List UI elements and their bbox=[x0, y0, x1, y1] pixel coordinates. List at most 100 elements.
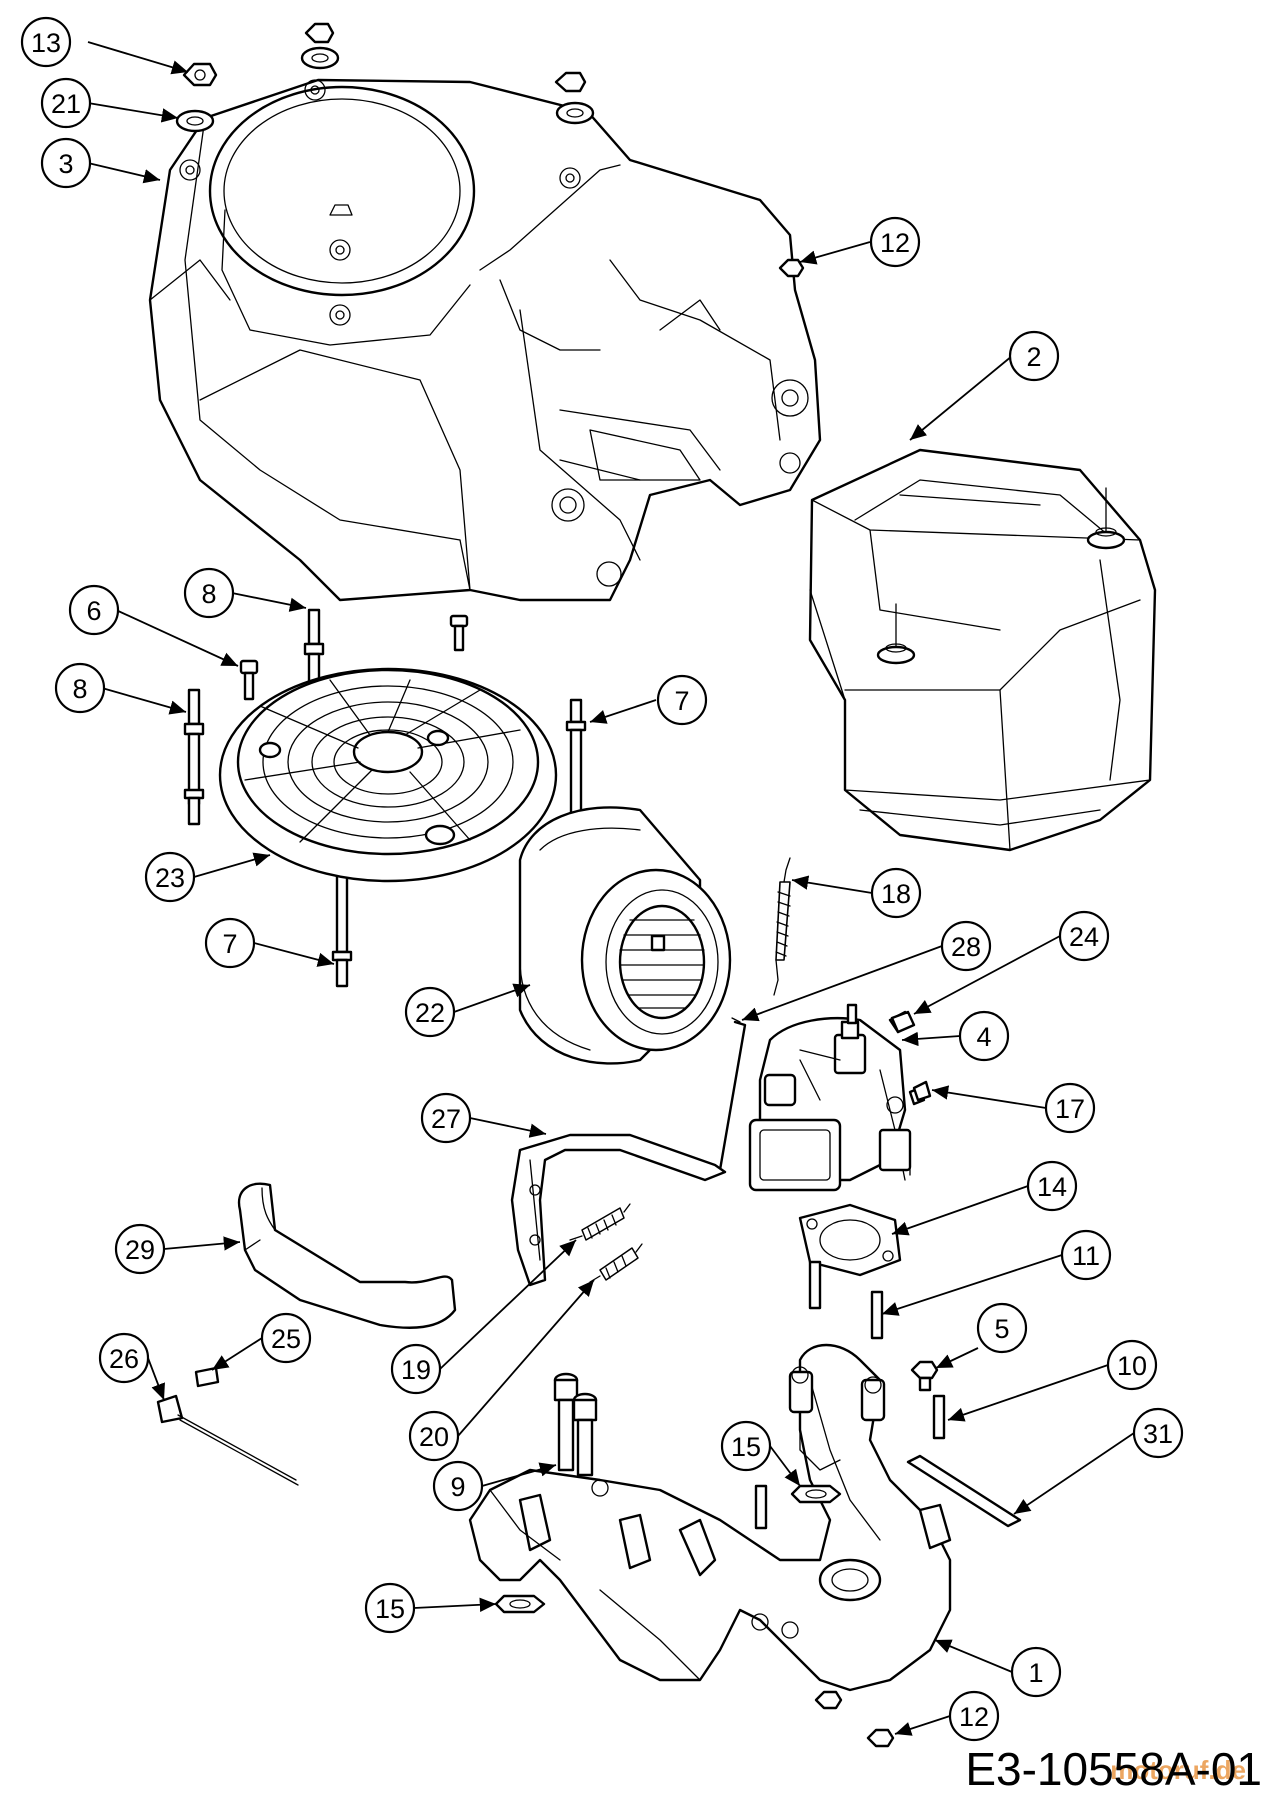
svg-text:17: 17 bbox=[1055, 1094, 1085, 1124]
svg-text:13: 13 bbox=[31, 28, 61, 58]
callout-27: 27 bbox=[420, 1092, 472, 1144]
gasket-15-lower bbox=[494, 1594, 546, 1614]
svg-text:22: 22 bbox=[415, 998, 445, 1028]
nut-12-lower bbox=[814, 1690, 895, 1748]
callout-7-right: 7 bbox=[656, 674, 708, 726]
callout-3: 3 bbox=[40, 137, 92, 189]
intake-manifold bbox=[468, 1343, 952, 1692]
svg-text:1: 1 bbox=[1028, 1658, 1043, 1688]
svg-text:8: 8 bbox=[201, 579, 216, 609]
svg-text:23: 23 bbox=[155, 863, 185, 893]
carburetor bbox=[748, 1003, 926, 1192]
callout-23: 23 bbox=[144, 851, 196, 903]
svg-text:4: 4 bbox=[976, 1022, 991, 1052]
callout-18: 18 bbox=[870, 867, 922, 919]
nut-12-top bbox=[778, 258, 805, 278]
callout-1: 1 bbox=[1010, 1646, 1062, 1698]
callout-14: 14 bbox=[1026, 1160, 1078, 1212]
svg-text:12: 12 bbox=[959, 1702, 989, 1732]
svg-text:10: 10 bbox=[1117, 1351, 1147, 1381]
callout-25: 25 bbox=[260, 1312, 312, 1364]
breather-hose-29 bbox=[237, 1182, 457, 1329]
svg-text:6: 6 bbox=[86, 596, 101, 626]
stud-8-left bbox=[183, 688, 205, 826]
callout-12-lower: 12 bbox=[948, 1690, 1000, 1742]
callout-29: 29 bbox=[114, 1223, 166, 1275]
svg-text:5: 5 bbox=[994, 1314, 1009, 1344]
svg-text:3: 3 bbox=[58, 149, 73, 179]
pins-11 bbox=[808, 1260, 884, 1340]
callout-7-lower: 7 bbox=[204, 917, 256, 969]
screw-under-housing bbox=[449, 614, 469, 652]
callout-9: 9 bbox=[432, 1460, 484, 1512]
svg-text:25: 25 bbox=[271, 1324, 301, 1354]
callout-8-left: 8 bbox=[54, 662, 106, 714]
callout-24: 24 bbox=[1058, 910, 1110, 962]
svg-text:15: 15 bbox=[375, 1594, 405, 1624]
callout-22: 22 bbox=[404, 986, 456, 1038]
sensor-26 bbox=[156, 1394, 299, 1486]
svg-text:27: 27 bbox=[431, 1104, 461, 1134]
svg-text:29: 29 bbox=[125, 1235, 155, 1265]
callout-2: 2 bbox=[1008, 330, 1060, 382]
svg-text:7: 7 bbox=[222, 929, 237, 959]
screw-6 bbox=[239, 659, 259, 701]
spring-18 bbox=[773, 857, 791, 996]
clip-25 bbox=[194, 1366, 220, 1388]
watermark-logo: motoruf.de bbox=[1110, 1755, 1246, 1785]
nut-top-right bbox=[554, 71, 595, 125]
callout-10: 10 bbox=[1106, 1339, 1158, 1391]
washer-21 bbox=[175, 109, 215, 133]
svg-text:18: 18 bbox=[881, 879, 911, 909]
nut-13 bbox=[182, 62, 218, 87]
svg-text:24: 24 bbox=[1069, 922, 1099, 952]
svg-text:19: 19 bbox=[401, 1355, 431, 1385]
callout-15-upper: 15 bbox=[720, 1420, 772, 1472]
svg-text:2: 2 bbox=[1026, 342, 1041, 372]
gasket-15-upper bbox=[790, 1484, 842, 1504]
pin-10 bbox=[932, 1394, 946, 1440]
svg-text:8: 8 bbox=[72, 674, 87, 704]
svg-text:7: 7 bbox=[674, 686, 689, 716]
link-rod-28 bbox=[713, 1017, 747, 1177]
callouts: 13 21 3 12 2 6 8 8 7 23 7 22 18 28 24 4 … bbox=[20, 16, 1184, 1742]
drawing-code: E3-10558A-01 bbox=[965, 1743, 1262, 1795]
callout-28: 28 bbox=[940, 920, 992, 972]
fan-guard bbox=[218, 667, 558, 883]
callout-6: 6 bbox=[68, 584, 120, 636]
svg-text:28: 28 bbox=[951, 932, 981, 962]
strip-31 bbox=[906, 1454, 1022, 1528]
fuel-fitting-24 bbox=[890, 1010, 916, 1034]
svg-text:11: 11 bbox=[1072, 1241, 1100, 1271]
callout-31: 31 bbox=[1132, 1407, 1184, 1459]
svg-text:12: 12 bbox=[880, 228, 910, 258]
pin-left bbox=[754, 1484, 768, 1530]
air-filter-element bbox=[518, 806, 732, 1065]
blower-housing bbox=[148, 78, 822, 602]
svg-text:20: 20 bbox=[419, 1422, 449, 1452]
callout-15-lower: 15 bbox=[364, 1582, 416, 1634]
callout-21: 21 bbox=[40, 77, 92, 129]
nut-5 bbox=[910, 1360, 939, 1392]
callout-11: 11 bbox=[1060, 1229, 1112, 1281]
svg-text:21: 21 bbox=[51, 89, 81, 119]
svg-text:9: 9 bbox=[450, 1472, 465, 1502]
air-filter-cover bbox=[808, 448, 1157, 852]
leader-lines bbox=[87, 41, 1135, 1736]
callout-26: 26 bbox=[98, 1332, 150, 1384]
callout-17: 17 bbox=[1044, 1082, 1096, 1134]
callout-5: 5 bbox=[976, 1302, 1028, 1354]
svg-text:15: 15 bbox=[731, 1432, 761, 1462]
callout-13: 13 bbox=[20, 16, 72, 68]
callout-4: 4 bbox=[958, 1010, 1010, 1062]
svg-text:14: 14 bbox=[1037, 1172, 1067, 1202]
governor-bracket-27 bbox=[510, 1133, 727, 1287]
spring-19 bbox=[569, 1203, 631, 1241]
spring-20 bbox=[589, 1243, 643, 1283]
callout-20: 20 bbox=[408, 1410, 460, 1462]
callout-8-upper: 8 bbox=[183, 567, 235, 619]
clip-17 bbox=[912, 1080, 932, 1102]
bolts-9 bbox=[553, 1372, 598, 1477]
svg-text:31: 31 bbox=[1143, 1419, 1173, 1449]
